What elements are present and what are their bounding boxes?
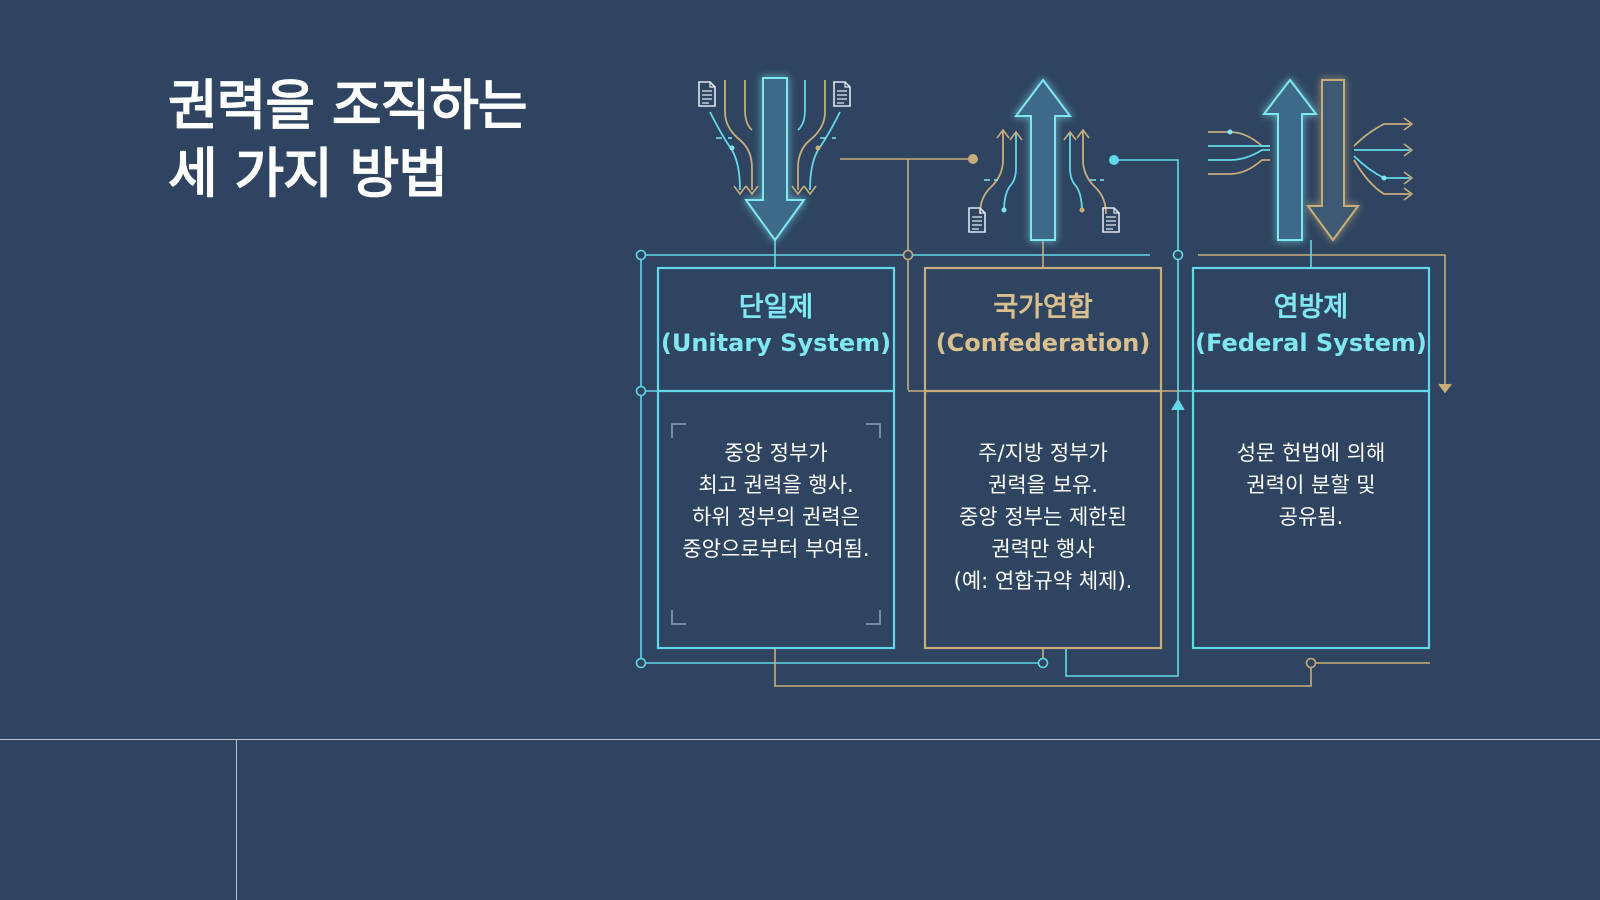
description-line: 권력이 분할 및 (1246, 473, 1376, 497)
federal-box-frame (1191, 266, 1431, 650)
arrow-down-icon (709, 77, 841, 242)
description-line: 중앙 정부가 (724, 441, 828, 465)
federal-system-description: 성문 헌법에 의해 권력이 분할 및 공유됨. (1193, 437, 1429, 533)
description-line: 주/지방 정부가 (978, 441, 1108, 465)
arrow-up-icon (979, 78, 1107, 241)
description-line: 권력을 보유. (988, 473, 1098, 497)
unitary-system-english: (Unitary System) (660, 329, 892, 357)
description-line: 성문 헌법에 의해 (1236, 441, 1386, 465)
federal-system-heading: 연방제 (Federal System) (1193, 290, 1429, 360)
slide-title: 권력을 조직하는 세 가지 방법 (168, 72, 528, 208)
description-line: 하위 정부의 권력은 (692, 505, 860, 529)
unitary-system-heading: 단일제 (Unitary System) (658, 290, 894, 360)
description-line: 최고 권력을 행사. (698, 473, 854, 497)
title-line-2: 세 가지 방법 (168, 142, 448, 205)
bidirectional-arrow-icon (1208, 78, 1414, 242)
description-line: 권력만 행사 (991, 537, 1095, 561)
confederation-heading: 국가연합 (Confederation) (925, 290, 1161, 360)
confederation-english: (Confederation) (935, 329, 1151, 357)
unitary-system-description: 중앙 정부가 최고 권력을 행사. 하위 정부의 권력은 중앙으로부터 부여됨. (658, 437, 894, 565)
description-line: 중앙 정부는 제한된 (959, 505, 1127, 529)
confederation-description: 주/지방 정부가 권력을 보유. 중앙 정부는 제한된 권력만 행사 (예: 연… (925, 437, 1161, 597)
description-line: 공유됨. (1278, 505, 1344, 529)
description-line: 중앙으로부터 부여됨. (682, 537, 870, 561)
footer-divider (0, 739, 1600, 740)
footer-column-divider (236, 739, 237, 900)
confederation-name: 국가연합 (993, 292, 1093, 323)
unitary-system-name: 단일제 (738, 292, 814, 323)
description-line: (예: 연합규약 체제). (953, 569, 1133, 593)
federal-system-english: (Federal System) (1195, 329, 1427, 357)
unitary-box-frame (656, 266, 896, 650)
title-line-1: 권력을 조직하는 (168, 74, 528, 137)
confederation-box-frame (923, 266, 1163, 650)
circuit-nodes (635, 154, 1317, 669)
federal-system-name: 연방제 (1273, 292, 1349, 323)
